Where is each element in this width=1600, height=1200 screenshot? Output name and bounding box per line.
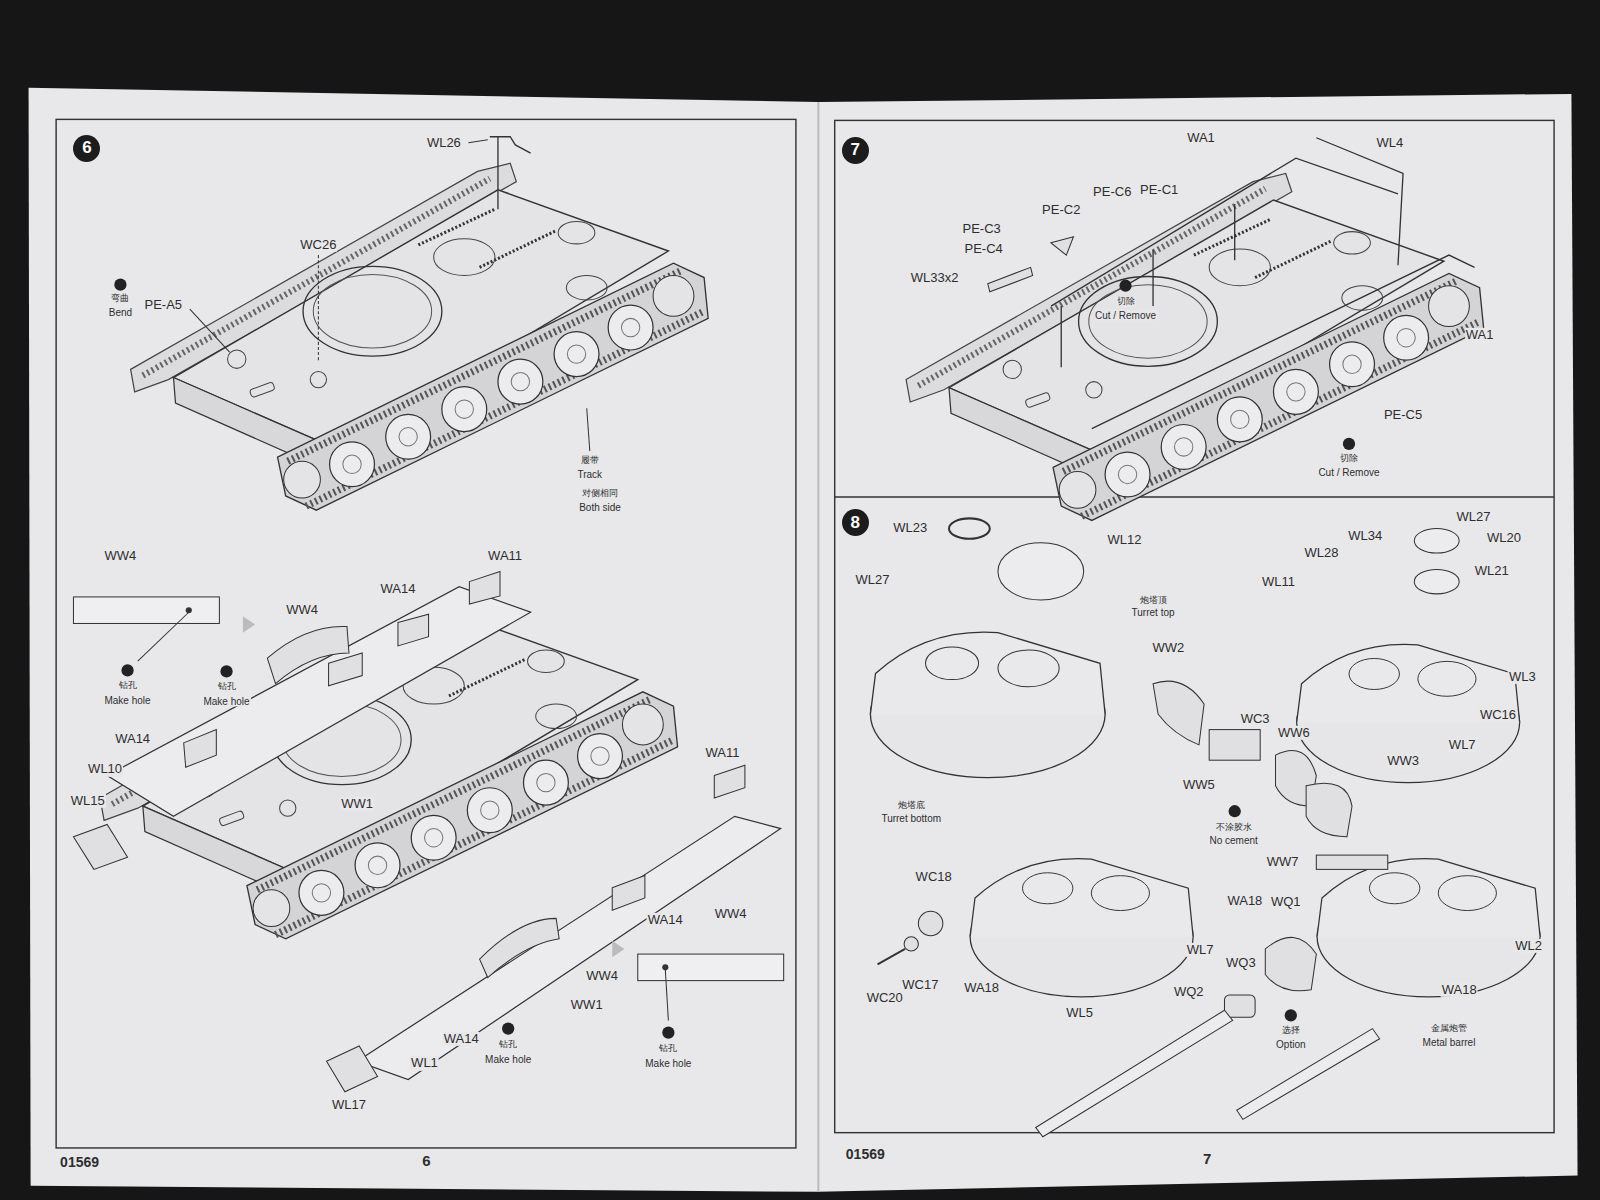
note-text: Track	[576, 469, 603, 480]
note-text: 钻孔	[118, 681, 138, 691]
part-label: WL1	[410, 1056, 439, 1070]
note-text: 炮塔顶	[1139, 596, 1168, 606]
note-text: Cut / Remove	[1094, 310, 1157, 321]
part-label: WW7	[1266, 855, 1300, 869]
part-label: WA11	[704, 746, 740, 760]
note-text: Turret bottom	[880, 813, 942, 824]
note-text: 钻孔	[498, 1040, 518, 1050]
page-number: 7	[1202, 1151, 1212, 1168]
part-label: WL5	[1065, 1006, 1094, 1020]
part-label: WL27	[1455, 510, 1491, 524]
part-label: WA11	[487, 549, 523, 563]
part-label: WL2	[1514, 939, 1543, 953]
part-label: WQ1	[1270, 895, 1302, 909]
part-label: WL33x2	[910, 270, 960, 284]
part-label: WL3	[1508, 669, 1537, 683]
page-number: 01569	[845, 1147, 886, 1162]
note-text: Make hole	[202, 696, 250, 707]
part-label: WA18	[1441, 983, 1478, 997]
step-number: 7	[842, 137, 869, 164]
note-text: Cut / Remove	[1317, 467, 1380, 478]
page-number: 01569	[59, 1156, 100, 1171]
note-text: No cement	[1208, 834, 1258, 845]
part-label: WL34	[1347, 529, 1383, 543]
note-text: Make hole	[644, 1058, 692, 1069]
part-label: WA18	[1226, 894, 1263, 908]
part-label: PE-A5	[143, 298, 183, 312]
part-label: WW5	[1182, 778, 1216, 792]
part-label: WW4	[585, 968, 619, 982]
part-label: WL23	[892, 520, 928, 534]
part-label: WW1	[340, 797, 374, 811]
part-label: WW2	[1151, 641, 1185, 655]
part-label: WL20	[1486, 531, 1522, 545]
note-text: 不涂胶水	[1215, 823, 1253, 833]
part-label: WL12	[1107, 533, 1143, 547]
part-label: WL15	[70, 794, 106, 808]
note-text: Option	[1275, 1038, 1306, 1049]
part-label: WQ2	[1173, 985, 1205, 999]
part-label: WA18	[963, 981, 1000, 995]
part-label: WA1	[1465, 328, 1495, 342]
part-label: WC3	[1240, 712, 1271, 726]
part-label: PE-C3	[961, 221, 1001, 235]
part-label: WL17	[331, 1098, 367, 1112]
note-text: Bend	[108, 307, 133, 318]
part-label: WW3	[1386, 754, 1420, 768]
part-label: WC17	[901, 978, 939, 992]
note-text: 切除	[1116, 297, 1136, 307]
part-label: WC16	[1479, 708, 1517, 722]
part-label: WL26	[426, 136, 462, 150]
note-text: Turret top	[1131, 607, 1176, 618]
part-label: WA14	[647, 913, 684, 927]
note-text: 弯曲	[110, 294, 130, 304]
note-text: 钻孔	[217, 682, 237, 692]
part-label: WL11	[1261, 574, 1296, 588]
part-label: WL27	[854, 572, 890, 586]
part-label: WA14	[379, 582, 416, 596]
part-label: WL7	[1186, 943, 1215, 957]
note-text: Make hole	[484, 1054, 532, 1065]
part-label: PE-C6	[1092, 185, 1132, 199]
part-label: WA14	[114, 732, 151, 746]
note-text: 钻孔	[658, 1044, 678, 1054]
part-label: WL21	[1474, 564, 1510, 578]
note-text: 切除	[1339, 454, 1359, 464]
part-label: WW4	[104, 549, 138, 563]
part-label: WW4	[285, 603, 319, 617]
part-label: WQ3	[1225, 956, 1257, 970]
part-label: WA1	[1186, 131, 1216, 145]
step-number-text: 7	[851, 140, 860, 160]
note-text: 金属炮管	[1430, 1024, 1468, 1034]
part-label: WW4	[714, 907, 748, 921]
part-label: PE-C5	[1383, 408, 1423, 422]
part-label: WL10	[87, 762, 123, 776]
part-label: WA14	[443, 1032, 480, 1046]
note-text: Make hole	[103, 695, 151, 706]
part-label: PE-C4	[964, 242, 1004, 256]
part-label: WL28	[1303, 546, 1339, 560]
note-text: 炮塔底	[897, 801, 926, 811]
note-text: Metal barrel	[1422, 1036, 1477, 1047]
note-text: 履带	[580, 456, 600, 466]
note-text: 对侧相同	[581, 489, 619, 499]
page-number: 6	[421, 1153, 431, 1170]
part-label: WW6	[1277, 725, 1311, 739]
part-label: WL4	[1375, 136, 1404, 150]
part-label: WL7	[1448, 738, 1477, 752]
step-number-text: 6	[82, 138, 91, 158]
part-label: WW1	[570, 998, 604, 1012]
part-label: WC20	[866, 991, 904, 1005]
part-label: PE-C1	[1139, 183, 1179, 197]
step-number-text: 8	[851, 513, 860, 533]
note-text: 选择	[1281, 1026, 1301, 1036]
part-label: PE-C2	[1041, 203, 1081, 217]
step-number: 8	[842, 509, 869, 536]
part-label: WC18	[915, 869, 953, 883]
step-number: 6	[73, 135, 100, 162]
part-label: WC26	[299, 238, 337, 252]
note-text: Both side	[578, 502, 622, 513]
